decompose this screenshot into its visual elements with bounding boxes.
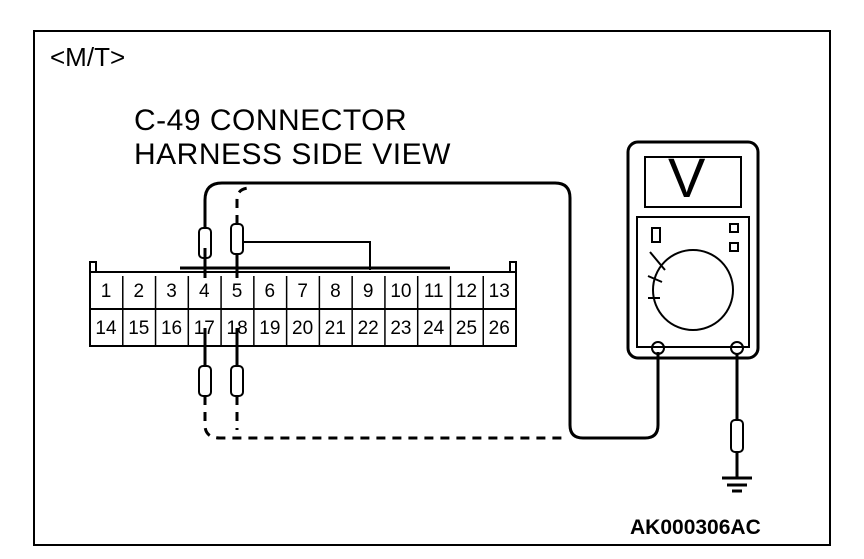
pin-18: 18 <box>226 318 248 339</box>
connector-subtitle: HARNESS SIDE VIEW <box>134 138 451 171</box>
probe-wire-pin4 <box>198 181 660 440</box>
pin-8: 8 <box>330 281 341 302</box>
pin-10: 10 <box>390 281 412 302</box>
variant-label: <M/T> <box>50 42 126 72</box>
ground-icon <box>722 476 752 493</box>
pin-5: 5 <box>231 281 243 302</box>
connector-latch-left <box>89 261 97 272</box>
pin-21: 21 <box>324 318 346 339</box>
pin-2: 2 <box>133 281 145 302</box>
pin-7: 7 <box>297 281 308 302</box>
meter-body <box>626 140 760 360</box>
ground-lead <box>730 354 744 478</box>
meter-display <box>644 156 742 208</box>
meter-dial <box>652 249 734 331</box>
pin-24: 24 <box>423 318 445 339</box>
pin-15: 15 <box>128 318 150 339</box>
diagram-frame <box>33 30 831 546</box>
pin-1: 1 <box>100 281 112 302</box>
connector-title: C-49 CONNECTOR <box>134 104 408 137</box>
probe-tip-pin5 <box>230 223 244 255</box>
pin-22: 22 <box>357 318 379 339</box>
voltmeter-icon <box>626 140 760 360</box>
pin-16: 16 <box>160 318 183 339</box>
pin-25: 25 <box>455 318 478 339</box>
pin-12: 12 <box>455 281 478 302</box>
meter-display-symbol: V <box>668 146 706 209</box>
connector-latch-right <box>509 261 517 272</box>
probe-tip-pin17 <box>198 365 212 397</box>
pin-13: 13 <box>488 281 510 302</box>
pin-19: 19 <box>259 318 281 339</box>
figure-code: AK000306AC <box>630 516 761 539</box>
probe-wire-pin5 <box>230 186 371 278</box>
pin-14: 14 <box>95 318 117 339</box>
pin-20: 20 <box>292 318 314 339</box>
pin-23: 23 <box>390 318 412 339</box>
meter-terminal-com <box>651 341 665 355</box>
pin-3: 3 <box>166 281 177 302</box>
pin-26: 26 <box>488 318 510 339</box>
pin-17: 17 <box>193 318 215 339</box>
probe-tip-pin18 <box>230 365 244 397</box>
pin-6: 6 <box>264 281 276 302</box>
connector-c49 <box>89 261 517 347</box>
probe-wire-pin17-18 <box>198 328 565 440</box>
pin-4: 4 <box>199 281 210 302</box>
pin-11: 11 <box>423 281 444 302</box>
pin-9: 9 <box>362 281 374 302</box>
